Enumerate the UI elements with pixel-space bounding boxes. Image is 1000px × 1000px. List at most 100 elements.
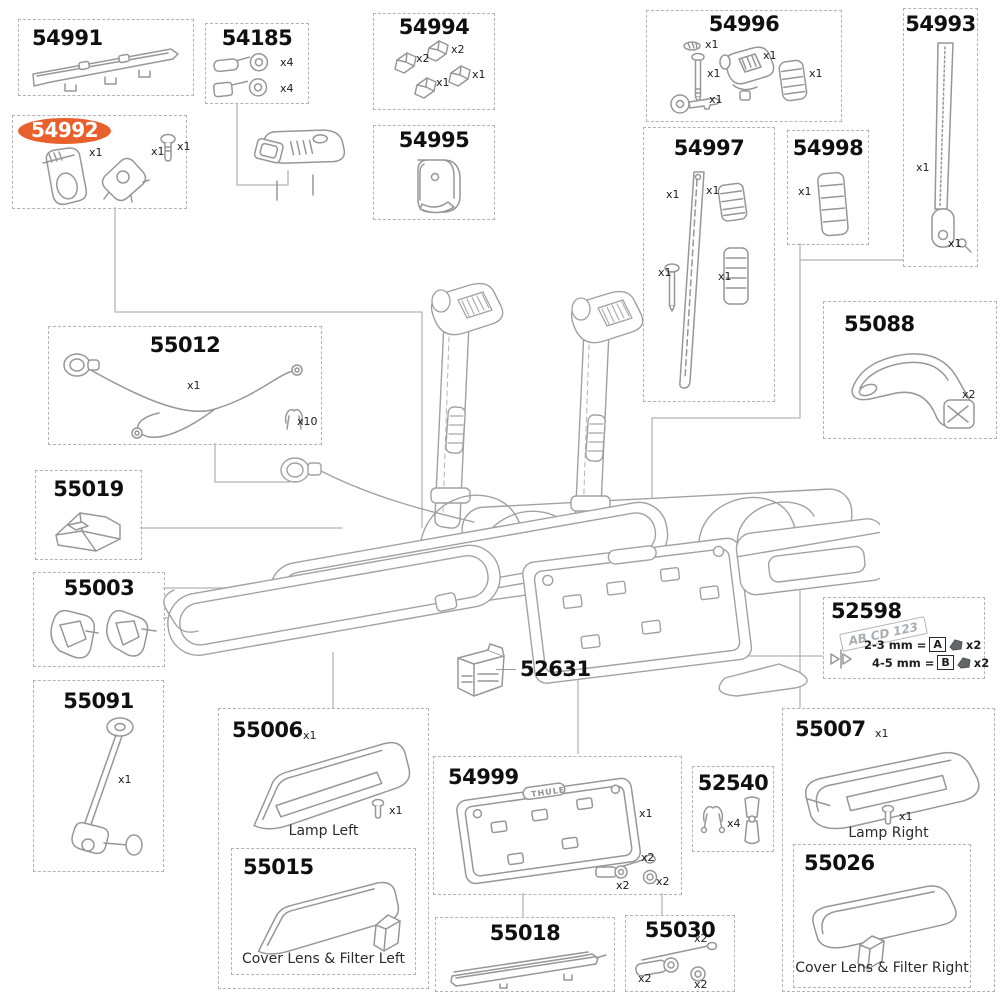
count-label: x1: [89, 146, 103, 159]
part-number: 55003: [63, 576, 135, 600]
count-label: x1: [436, 76, 450, 89]
part-number: 52631: [520, 657, 591, 681]
part-box-55019[interactable]: 55019: [35, 470, 142, 560]
part-number: 52540: [697, 771, 769, 795]
part-box-54185[interactable]: 54185 x4 x4: [205, 23, 309, 104]
nut-icon: [642, 869, 658, 885]
count-label: x2: [694, 932, 708, 945]
ratchet-arm-illustration: [253, 129, 346, 201]
part-number: 55091: [63, 689, 134, 713]
part-box-54995[interactable]: 54995: [373, 125, 495, 220]
count-label: x4: [727, 817, 741, 830]
part-box-52540[interactable]: 52540 x4: [692, 766, 774, 852]
count-label: x1: [705, 38, 719, 51]
part-number: 55015: [243, 855, 314, 879]
part-callout-52631[interactable]: 52631: [450, 640, 645, 712]
part-number: 55018: [489, 921, 561, 945]
thickness-range: 2-3 mm =: [864, 637, 927, 652]
count-label: x1: [809, 67, 823, 80]
part-box-55006[interactable]: 55006 x1 x1 Lamp Left 55015: [218, 708, 429, 989]
part-number: 54185: [221, 26, 293, 50]
cylinder-bolt-icon: [595, 865, 628, 879]
count-label: x2: [965, 637, 982, 652]
key-icon: [670, 94, 721, 114]
count-label: x1: [916, 161, 930, 174]
part-number: 55088: [844, 312, 915, 336]
screw-icon: [881, 804, 895, 825]
callout-dash: [496, 669, 516, 670]
part-box-54993[interactable]: 54993 x1 x1: [903, 8, 978, 267]
part-box-55030[interactable]: 55030 x2 x2 x2: [625, 915, 735, 992]
part-box-54997[interactable]: 54997 x1 x1 x1 x1: [643, 127, 775, 402]
bracket-icon: [101, 157, 150, 203]
part-box-55088[interactable]: 55088 x2: [823, 301, 997, 439]
part-box-55015[interactable]: 55015 Cover Lens & Filter Left: [231, 848, 416, 975]
count-label: x2: [616, 879, 630, 892]
fastener-set-icon: [635, 941, 718, 982]
count-label: x2: [962, 388, 976, 401]
part-number-highlighted[interactable]: 54992: [18, 118, 112, 144]
letter-code: A: [929, 637, 946, 652]
part-number: 54996: [708, 12, 780, 36]
cover-lens-left-icon: [257, 881, 400, 955]
count-label: x1: [899, 810, 913, 823]
count-label: x1: [177, 140, 191, 153]
part-box-54992[interactable]: 54992 x1 x1 x1: [12, 115, 191, 209]
part-box-55003[interactable]: 55003: [33, 572, 165, 667]
strap-icon: [931, 42, 972, 253]
lens-housing-icon: [417, 159, 461, 214]
count-label: x1: [948, 237, 962, 250]
part-number: 54995: [398, 128, 470, 152]
count-label: x4: [280, 82, 294, 95]
lamp-left-icon: [253, 741, 411, 830]
pin-icon: [683, 41, 701, 51]
part-box-55007[interactable]: 55007 x1 x1 Lamp Right 55026: [782, 708, 995, 992]
part-box-54999[interactable]: 54999 THULE x1 x2 x2: [433, 756, 682, 895]
part-box-52598[interactable]: 52598 AB CD 123 2-3 mm = A x2 4-5 mm = B…: [823, 597, 989, 679]
count-label: x2: [416, 52, 430, 65]
clip-glyph-icon: [949, 639, 963, 651]
part-number: 54991: [32, 26, 103, 50]
part-box-54991[interactable]: 54991: [18, 19, 194, 96]
count-label: x1: [187, 379, 201, 392]
count-label: x1: [798, 185, 812, 198]
wiring-harness-icon: [63, 353, 304, 439]
ladder-strip-icon: [817, 171, 849, 237]
count-label: x1: [303, 729, 317, 742]
clamp-icon: [42, 147, 88, 206]
part-box-55012[interactable]: 55012 x1 x10: [48, 326, 322, 445]
support-beam-icon: [450, 951, 607, 989]
count-label: x1: [389, 804, 403, 817]
count-label: x1: [151, 145, 165, 158]
count-label: x2: [656, 875, 670, 888]
bolt-icon: [691, 52, 705, 103]
part-number: 55030: [644, 918, 716, 942]
part-box-54998[interactable]: 54998 x1: [787, 130, 869, 245]
part-number: 55019: [53, 477, 124, 501]
count-label: x2: [694, 978, 708, 991]
screw-icon: [371, 798, 385, 819]
count-label: x10: [297, 415, 318, 428]
part-box-55026[interactable]: 55026 Cover Lens & Filter Right: [793, 844, 971, 988]
part-box-54994[interactable]: 54994 x2 x2 x1 x1: [373, 13, 495, 110]
part-number: 52598: [831, 599, 902, 623]
part-box-55091[interactable]: 55091 x1: [33, 680, 164, 872]
clip-glyph-icon: [957, 657, 971, 669]
part-box-54996[interactable]: 54996 x1 x1 x1 x1 x1: [646, 10, 842, 122]
part-number: 54997: [673, 136, 745, 160]
wedge-block-icon: [55, 512, 121, 552]
count-label: x1: [118, 773, 132, 786]
count-label: x1: [875, 727, 889, 740]
tension-rod-icon: [71, 717, 143, 856]
count-label: x2: [451, 43, 465, 56]
part-number: 55012: [149, 333, 221, 357]
count-label: x1: [666, 188, 680, 201]
clip-icon: [414, 77, 437, 99]
clip-icon: [700, 805, 726, 834]
part-box-55018[interactable]: 55018: [435, 917, 615, 992]
part-number: 54993: [905, 12, 976, 36]
holder-brackets-icon: [50, 609, 157, 659]
lamp-right-icon: [805, 751, 980, 830]
clip-icon: [426, 40, 449, 62]
